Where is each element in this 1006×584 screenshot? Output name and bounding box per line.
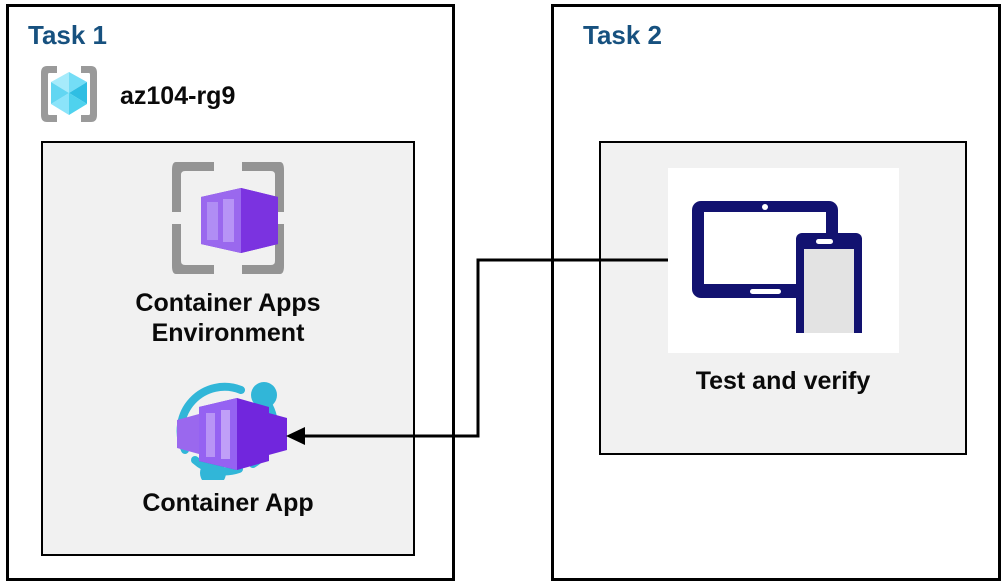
resource-group-row: az104-rg9: [36, 62, 235, 130]
task-2-title: Task 2: [583, 20, 663, 50]
resource-group-label: az104-rg9: [120, 81, 236, 110]
node-container-app: Container App: [41, 372, 415, 519]
container-app-icon: [165, 372, 291, 486]
node-container-app-label: Container App: [142, 489, 314, 517]
node-container-apps-environment: Container Apps Environment: [41, 158, 415, 348]
node-test-and-verify-label: Test and verify: [695, 367, 871, 395]
container-apps-environment-icon: [168, 158, 288, 285]
test-and-verify-devices-icon: [688, 183, 878, 344]
node-container-apps-environment-label: Container Apps Environment: [135, 289, 321, 347]
node-test-and-verify: Test and verify: [599, 168, 967, 397]
resource-group-icon: [36, 61, 102, 132]
test-and-verify-icon-plate: [667, 168, 899, 353]
task-1-title: Task 1: [28, 20, 108, 50]
